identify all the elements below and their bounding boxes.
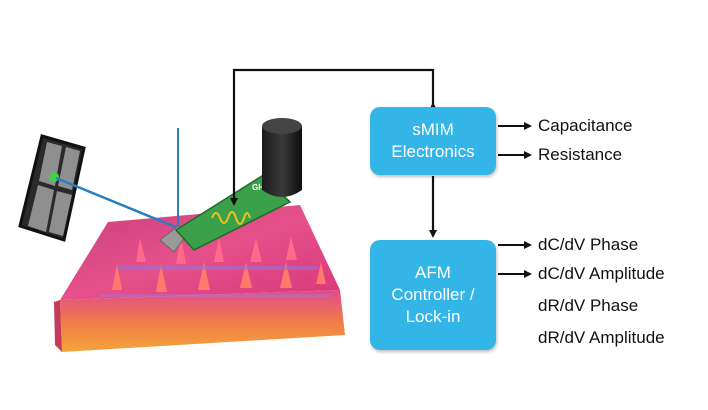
surface-features bbox=[100, 236, 330, 297]
laser-beam bbox=[55, 128, 179, 230]
photodetector bbox=[18, 134, 86, 242]
output-drdv-amplitude: dR/dV Amplitude bbox=[538, 328, 665, 347]
output-drdv-phase: dR/dV Phase bbox=[538, 296, 639, 315]
output-resistance: Resistance bbox=[538, 145, 623, 164]
output-dcdv-amplitude: dC/dV Amplitude bbox=[538, 264, 665, 283]
magnet-block bbox=[262, 118, 302, 197]
afm-block-line3: Lock-in bbox=[405, 307, 461, 326]
output-capacitance: Capacitance bbox=[538, 116, 633, 135]
smim-block-line1: sMIM bbox=[412, 120, 454, 139]
afm-block-line2: Controller / bbox=[391, 285, 475, 304]
output-dcdv-phase: dC/dV Phase bbox=[538, 235, 639, 254]
sample-surface bbox=[54, 205, 345, 352]
probe-connection-line bbox=[230, 68, 437, 206]
smim-electronics-block: sMIM Electronics bbox=[370, 107, 496, 175]
smim-block-line2: Electronics bbox=[391, 142, 475, 161]
afm-block-line1: AFM bbox=[415, 263, 451, 282]
afm-controller-block: AFM Controller / Lock-in bbox=[370, 240, 496, 350]
